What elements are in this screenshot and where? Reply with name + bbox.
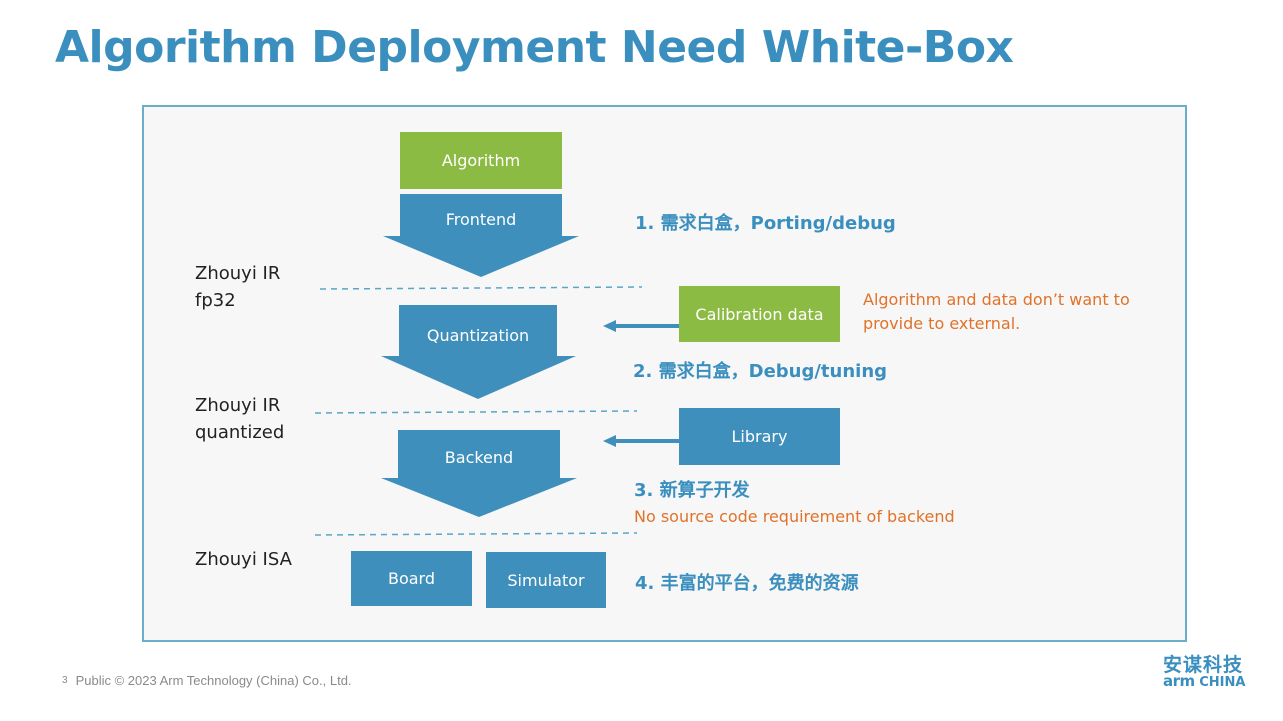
layer-label-isa-line1: Zhouyi ISA (195, 549, 292, 570)
step-3: 3. 新算子开发 (634, 480, 750, 501)
board-label: Board (387, 569, 436, 588)
board-box: Board (351, 551, 472, 606)
separator-isa (314, 532, 638, 536)
arm-china-logo-en: arm CHINA (1163, 672, 1245, 690)
copyright-text: Public © 2023 Arm Technology (China) Co.… (75, 673, 352, 688)
calibration-data-box: Calibration data (679, 286, 840, 342)
layer-label-quantized-line2: quantized (195, 422, 285, 443)
step-1: 1. 需求白盒，Porting/debug (635, 213, 896, 234)
algorithm-box: Algorithm (400, 132, 562, 189)
simulator-label: Simulator (507, 570, 585, 590)
calibration-note-line2: provide to external. (863, 314, 1021, 333)
separator-quantized (314, 410, 638, 414)
layer-label-fp32-line2: fp32 (195, 290, 236, 311)
layer-label-quantized-line1: Zhouyi IR (195, 395, 281, 416)
arm-logo-text: arm (1163, 672, 1195, 690)
simulator-box: Simulator (486, 552, 606, 608)
footer: 3 Public © 2023 Arm Technology (China) Co… (62, 673, 352, 688)
calibration-note-line1: Algorithm and data don’t want to (863, 290, 1130, 309)
quantization-arrow (381, 305, 576, 399)
layer-label-fp32-line1: Zhouyi IR (195, 263, 281, 284)
separator-fp32 (319, 286, 643, 290)
backend-arrow (381, 430, 577, 517)
quantization-label: Quantization (426, 326, 530, 345)
frontend-label: Frontend (445, 210, 517, 229)
frontend-arrow (383, 194, 579, 277)
page-number: 3 (62, 675, 68, 686)
library-box: Library (679, 408, 840, 465)
arm-china-logo-cn: 安谋科技 (1163, 654, 1244, 676)
calibration-data-label: Calibration data (695, 304, 824, 324)
library-label: Library (731, 427, 788, 446)
step-4: 4. 丰富的平台，免费的资源 (635, 573, 859, 594)
diagram-panel (142, 105, 1187, 642)
layer-label-fp32: Zhouyi IR fp32 (195, 260, 280, 314)
layer-label-quantized: Zhouyi IR quantized (195, 392, 284, 446)
china-logo-text: CHINA (1199, 675, 1246, 690)
slide-title: Algorithm Deployment Need White-Box (55, 22, 1014, 73)
calibration-note: Algorithm and data don’t want to provide… (863, 288, 1130, 336)
backend-note: No source code requirement of backend (634, 507, 955, 526)
library-input-arrow (603, 435, 679, 447)
algorithm-label: Algorithm (441, 151, 521, 170)
calibration-input-arrow (603, 320, 679, 332)
layer-label-isa: Zhouyi ISA (195, 546, 292, 573)
backend-label: Backend (444, 448, 514, 467)
step-2: 2. 需求白盒，Debug/tuning (633, 361, 888, 382)
